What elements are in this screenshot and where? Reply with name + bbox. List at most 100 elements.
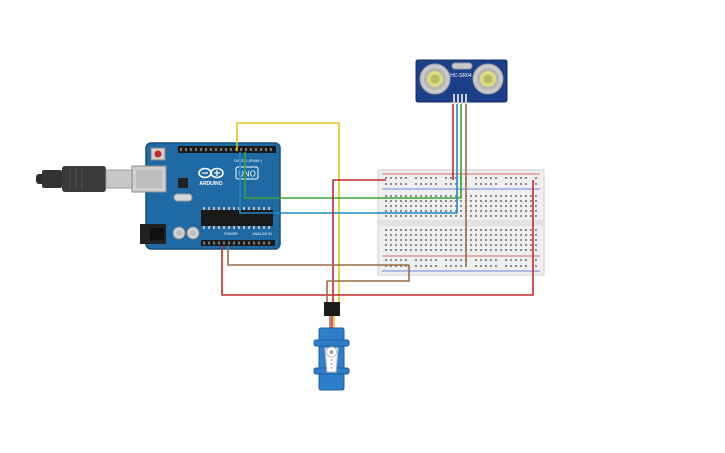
breadboard-hole [415,177,417,179]
breadboard-hole [435,229,437,231]
chip-leg [263,207,265,210]
chip-leg [218,207,220,210]
breadboard-hole [410,234,412,236]
breadboard-hole [425,265,427,267]
breadboard-hole [495,200,497,202]
header-pin [180,148,182,151]
breadboard-hole [430,265,432,267]
breadboard-hole [465,265,467,267]
chip-leg [208,207,210,210]
transducer-left [419,63,451,95]
header-pin [268,241,270,245]
breadboard-hole [470,210,472,212]
wire-red-arduino-5v[interactable] [221,180,534,296]
breadboard-hole [490,249,492,251]
breadboard-hole [385,210,387,212]
breadboard-hole [525,234,527,236]
breadboard-hole [400,234,402,236]
breadboard-hole [530,229,532,231]
breadboard-hole [460,239,462,241]
breadboard-hole [440,244,442,246]
breadboard-hole [420,200,422,202]
breadboard-hole [485,205,487,207]
breadboard-hole [525,183,527,185]
breadboard-hole [410,195,412,197]
arduino-uno-board[interactable]: UNO ARDUINO DIGITAL (PWM~) POWER ANALOG … [36,142,281,250]
breadboard-hole [515,239,517,241]
breadboard-hole [470,195,472,197]
header-pin [225,148,227,151]
chip-leg [243,207,245,210]
breadboard-hole [450,205,452,207]
breadboard-hole [410,205,412,207]
breadboard-hole [395,210,397,212]
breadboard-hole [520,229,522,231]
breadboard-hole [390,215,392,217]
breadboard-hole [430,259,432,261]
breadboard-hole [475,234,477,236]
breadboard-hole [425,210,427,212]
breadboard-hole [525,244,527,246]
breadboard-hole [445,244,447,246]
breadboard-hole [475,259,477,261]
breadboard-hole [445,210,447,212]
wire-green-sensor[interactable] [244,104,462,199]
breadboard-hole [400,259,402,261]
breadboard-hole [405,249,407,251]
breadboard-hole [535,183,537,185]
breadboard-hole [445,265,447,267]
breadboard-hole [500,200,502,202]
breadboard-hole [450,229,452,231]
chip-leg [223,207,225,210]
breadboard-hole [400,200,402,202]
breadboard-hole [535,249,537,251]
ultrasonic-sensor[interactable]: HC-SR04 [415,59,508,104]
breadboard-hole [490,210,492,212]
breadboard-hole [425,183,427,185]
breadboard-hole [385,239,387,241]
breadboard-hole [535,210,537,212]
breadboard-hole [425,239,427,241]
breadboard-hole [385,215,387,217]
wire-red-servo-power[interactable] [332,179,386,303]
breadboard-hole [505,234,507,236]
breadboard-hole [510,229,512,231]
breadboard-hole [425,259,427,261]
breadboard-hole [475,229,477,231]
breadboard-hole [455,200,457,202]
breadboard-hole [415,200,417,202]
wire-brown-servo-gnd[interactable] [326,265,410,303]
breadboard-hole [510,200,512,202]
breadboard-hole [460,259,462,261]
header-pin [223,241,225,245]
servo-horn[interactable] [324,346,339,373]
breadboard-hole [475,244,477,246]
breadboard-hole [455,234,457,236]
header-pin [208,241,210,245]
header-pin [203,241,205,245]
servo-motor[interactable] [313,302,350,391]
breadboard-hole [415,195,417,197]
breadboard-hole [525,205,527,207]
breadboard-hole [390,195,392,197]
breadboard-hole [515,229,517,231]
breadboard-hole [505,210,507,212]
chip-leg [233,207,235,210]
breadboard-hole [460,249,462,251]
breadboard-hole [500,239,502,241]
wire-brown-arduino-gnd[interactable] [227,246,409,266]
breadboard-hole [495,195,497,197]
breadboard-hole [425,200,427,202]
breadboard-hole [470,200,472,202]
breadboard-hole [385,229,387,231]
breadboard-hole [515,244,517,246]
wire-blue-sensor[interactable] [239,104,458,214]
breadboard-hole [440,205,442,207]
breadboard-hole [385,244,387,246]
header-pin [210,148,212,151]
breadboard-hole [475,265,477,267]
breadboard-hole [455,244,457,246]
chip-leg [203,226,205,229]
breadboard-hole [495,210,497,212]
breadboard-hole [430,249,432,251]
